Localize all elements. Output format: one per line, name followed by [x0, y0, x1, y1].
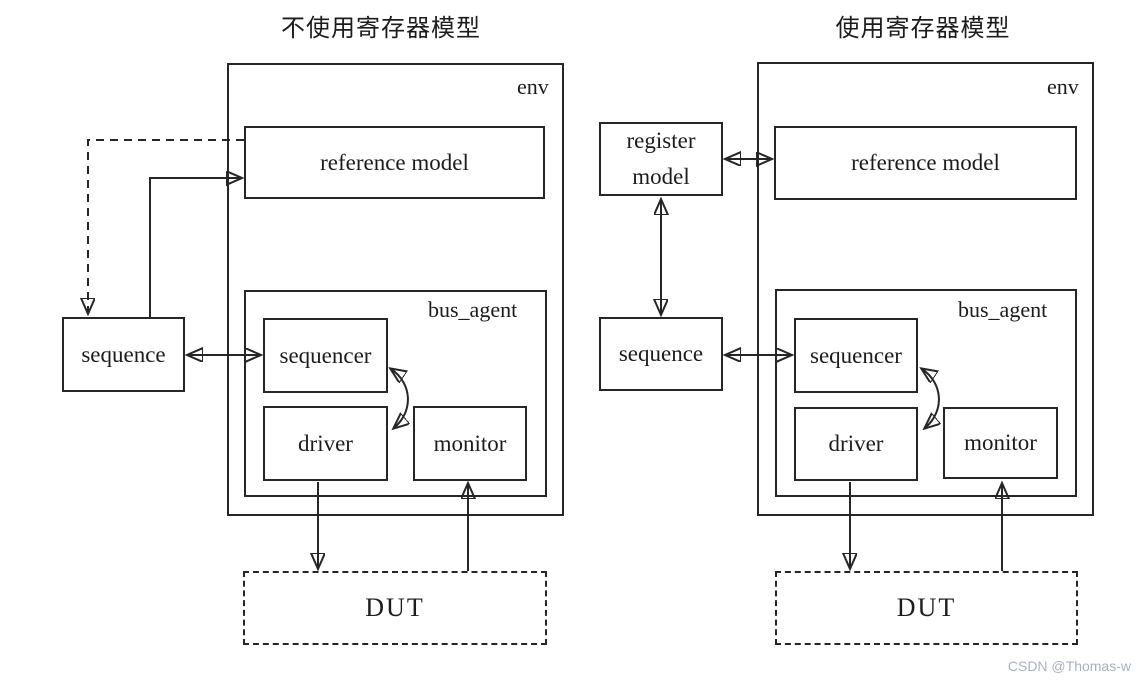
- left-dashed-refmodel-to-sequence-arrow: [88, 139, 244, 313]
- right-env-label: env: [1047, 74, 1079, 99]
- left-sequencer-label: sequencer: [279, 342, 372, 368]
- left-sequence-label: sequence: [81, 341, 166, 367]
- right-bus-agent-box: [775, 289, 1077, 497]
- left-monitor-label: monitor: [433, 430, 507, 456]
- csdn-watermark: CSDN @Thomas-w: [1007, 658, 1131, 674]
- right-register-model-label-line2: model: [632, 164, 690, 189]
- left-reference-model-label: reference model: [320, 149, 469, 175]
- left-sequencer-box: sequencer: [263, 318, 388, 393]
- right-bus-agent-label: bus_agent: [958, 297, 1048, 322]
- left-diagram-title: 不使用寄存器模型: [281, 16, 481, 42]
- right-reference-model-label: reference model: [851, 150, 1000, 175]
- left-bus-agent-box: [244, 290, 547, 497]
- right-register-model-box: register model: [599, 122, 723, 196]
- right-monitor-box: monitor: [943, 407, 1058, 479]
- right-diagram-title: 使用寄存器模型: [835, 16, 1011, 42]
- right-register-model-label-line1: register: [626, 128, 696, 154]
- right-sequence-box: sequence: [599, 317, 723, 391]
- left-driver-label: driver: [298, 430, 353, 456]
- right-dut-box: DUT: [775, 571, 1078, 645]
- left-driver-box: driver: [263, 406, 388, 481]
- right-sequencer-label: sequencer: [810, 342, 902, 368]
- left-env-label: env: [517, 74, 549, 99]
- right-monitor-label: monitor: [964, 430, 1037, 455]
- left-reference-model-box: reference model: [244, 126, 545, 199]
- left-sequence-box: sequence: [62, 317, 185, 392]
- right-sequence-label: sequence: [618, 341, 704, 366]
- left-monitor-box: monitor: [413, 406, 527, 481]
- right-env-box: [757, 62, 1094, 516]
- right-dut-label: DUT: [896, 593, 957, 622]
- left-bus-agent-label: bus_agent: [428, 297, 518, 322]
- left-dut-box: DUT: [243, 571, 547, 645]
- right-reference-model-box: reference model: [774, 126, 1077, 200]
- right-sequencer-box: sequencer: [794, 318, 918, 393]
- left-dut-label: DUT: [365, 593, 425, 622]
- right-driver-box: driver: [794, 407, 918, 481]
- right-driver-label: driver: [828, 431, 884, 456]
